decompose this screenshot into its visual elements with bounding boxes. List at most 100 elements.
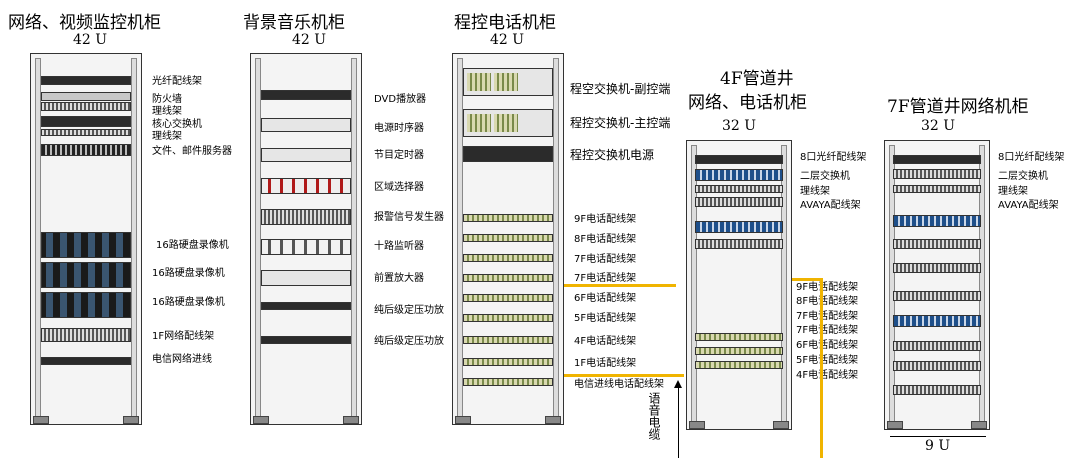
phone-patch-7f — [463, 254, 553, 262]
patch-panel — [893, 361, 981, 371]
power-amplifier — [261, 336, 351, 344]
label-phone-7f: 7F电话配线架 — [574, 273, 637, 284]
label-phone-7f: 7F电话配线架 — [796, 325, 859, 336]
label-alarm: 报警信号发生器 — [374, 212, 444, 223]
patch-panel — [893, 341, 981, 351]
rack-foot — [253, 416, 269, 424]
pbx-module — [494, 114, 518, 132]
wire-rack4-in — [792, 278, 822, 281]
patch-panel — [893, 291, 981, 301]
dvr-16ch — [41, 262, 131, 288]
label-dvr: 16路硬盘录像机 — [152, 297, 225, 308]
ten-channel-monitor — [261, 239, 351, 255]
label-phone-5f: 5F电话配线架 — [796, 355, 859, 366]
label-firewall: 防火墙 — [152, 94, 182, 105]
pbx-module — [494, 73, 518, 91]
rack3-units: 42 U — [490, 32, 525, 48]
rack-foot — [773, 421, 789, 429]
rack-background-music — [250, 53, 362, 425]
label-cable-mgr: 理线架 — [998, 186, 1028, 197]
rack-foot — [689, 421, 705, 429]
label-phone-7f: 7F电话配线架 — [796, 311, 859, 322]
layer2-switch — [893, 215, 981, 227]
patch-panel — [695, 239, 783, 249]
phone-patch-9f — [463, 214, 553, 222]
network-switch — [695, 221, 783, 233]
patch-panel — [893, 385, 981, 395]
phone-patch-4f — [463, 336, 553, 344]
label-l2-switch: 二层交换机 — [800, 171, 850, 182]
rack-pbx — [452, 53, 564, 425]
label-avaya: AVAYA配线架 — [800, 200, 861, 211]
rack-4f-shaft — [686, 140, 792, 430]
label-phone-9f: 9F电话配线架 — [796, 282, 859, 293]
patch-panel — [893, 169, 981, 179]
power-sequencer — [261, 118, 351, 132]
label-phone-telecom: 电信进线电话配线架 — [574, 379, 664, 390]
label-dvr: 16路硬盘录像机 — [152, 268, 225, 279]
phone-patch-5f — [463, 314, 553, 322]
label-timer: 节目定时器 — [374, 150, 424, 161]
cable-manager — [41, 102, 131, 111]
rack-rail — [351, 58, 357, 420]
pre-amplifier — [261, 270, 351, 286]
voice-cable-arrow-shaft — [678, 386, 679, 458]
dvr-16ch — [41, 232, 131, 258]
phone-patch-1f — [463, 358, 553, 366]
power-amplifier — [261, 302, 351, 310]
phone-patch — [695, 347, 783, 355]
pbx-main-control — [463, 109, 553, 137]
rack3-title: 程控电话机柜 — [454, 13, 556, 33]
label-telecom-inlet: 电信网络进线 — [152, 354, 212, 365]
label-monitor: 十路监听器 — [374, 241, 424, 252]
phone-patch-6f — [463, 294, 553, 302]
rack4-title: 4F管道井 — [720, 69, 794, 89]
label-zone: 区域选择器 — [374, 182, 424, 193]
label-phone-4f: 4F电话配线架 — [796, 370, 859, 381]
phone-patch-7f — [463, 274, 553, 282]
patch-panel — [893, 239, 981, 249]
network-patch-panel-1f — [41, 328, 131, 342]
file-mail-server — [41, 144, 131, 156]
dvr-16ch — [41, 292, 131, 318]
core-switch — [41, 116, 131, 127]
voice-cable-arrowhead — [674, 380, 682, 388]
label-core-switch: 核心交换机 — [152, 119, 202, 130]
wire-rack3-out — [564, 284, 676, 287]
fiber-patch-panel — [41, 76, 131, 85]
phone-patch — [695, 333, 783, 341]
telecom-network-inlet — [41, 357, 131, 365]
rack1-units: 42 U — [73, 32, 108, 48]
label-phone-7f: 7F电话配线架 — [574, 254, 637, 265]
rack-foot — [123, 416, 139, 424]
bottom-units: 9 U — [925, 438, 951, 454]
layer2-switch — [695, 169, 783, 181]
rack-foot — [887, 421, 903, 429]
cable-manager — [41, 129, 131, 136]
label-pbx-main: 程控交换机-主控端 — [570, 116, 671, 130]
pbx-power — [463, 146, 553, 162]
rack4-units: 32 U — [722, 118, 757, 134]
rack1-title: 网络、视频监控机柜 — [8, 13, 161, 33]
label-fiber-patch: 光纤配线架 — [152, 76, 202, 87]
label-phone-6f: 6F电话配线架 — [796, 340, 859, 351]
dvd-player — [261, 90, 351, 100]
phone-patch-telecom — [463, 378, 553, 386]
label-phone-9f: 9F电话配线架 — [574, 214, 637, 225]
rack-rail — [131, 58, 137, 420]
label-phone-5f: 5F电话配线架 — [574, 313, 637, 324]
zone-selector — [261, 178, 351, 194]
fiber-patch-8port — [893, 155, 981, 164]
label-dvr: 16路硬盘录像机 — [156, 240, 229, 251]
wire-riser — [820, 278, 823, 458]
label-amp: 纯后级定压功放 — [374, 336, 444, 347]
rack2-title: 背景音乐机柜 — [243, 13, 345, 33]
label-phone-8f: 8F电话配线架 — [574, 234, 637, 245]
voice-cable-label: 语音电缆 — [647, 392, 661, 440]
phone-patch — [695, 361, 783, 369]
program-timer — [261, 148, 351, 162]
alarm-signal-generator — [261, 209, 351, 225]
rack-7f-shaft — [884, 140, 990, 430]
label-phone-1f: 1F电话配线架 — [574, 358, 637, 369]
label-pbx-sub: 程空交换机-副控端 — [570, 82, 671, 96]
